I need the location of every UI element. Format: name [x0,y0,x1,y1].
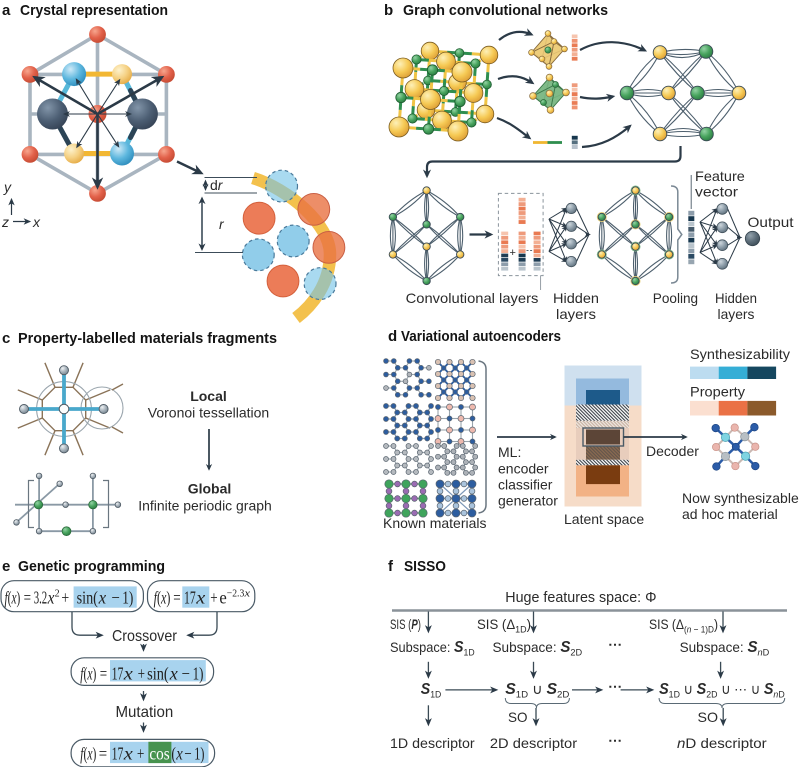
svg-text:Huge features space: Φ: Huge features space: Φ [505,590,656,606]
svg-text:17: 17 [184,587,196,607]
svg-text:nD descriptor: nD descriptor [677,735,767,751]
svg-text:−: − [184,744,191,764]
svg-text:Hidden: Hidden [553,290,599,306]
svg-text:ML:: ML: [498,444,521,460]
svg-text:Variational autoencoders: Variational autoencoders [401,328,561,345]
svg-text:S1D​: S1D​ [421,681,442,701]
svg-text:=: = [100,664,107,684]
svg-text:d: d [388,328,397,345]
svg-text:ad hoc material: ad hoc material [682,506,778,522]
svg-text:x: x [47,587,55,607]
svg-text:x: x [175,744,182,764]
svg-text:y: y [3,179,12,195]
svg-text:generator: generator [498,493,558,509]
svg-text:f(x): f(x) [154,587,171,608]
svg-text:Mutation: Mutation [116,704,174,721]
svg-text:x: x [169,664,178,684]
svg-text:x: x [123,664,133,684]
svg-text:Subspace: SnD: Subspace: SnD [680,639,770,659]
svg-text:classifier: classifier [498,477,553,493]
svg-text:⋯: ⋯ [608,678,622,694]
svg-text:+: + [510,247,516,259]
svg-text:1D descriptor: 1D descriptor [390,735,475,751]
svg-text:=: = [24,587,31,607]
svg-text:x: x [32,214,41,230]
svg-text:+: + [210,587,217,607]
svg-text:Graph convolutional networks: Graph convolutional networks [403,2,608,19]
svg-text:b: b [384,2,393,19]
svg-text:cos: cos [149,744,169,764]
svg-text:Crystal representation: Crystal representation [20,2,168,19]
svg-text:2D descriptor: 2D descriptor [490,735,578,751]
svg-text:17: 17 [112,744,124,764]
svg-text:sin(: sin( [77,587,98,608]
svg-text:Infinite periodic graph: Infinite periodic graph [138,498,272,514]
svg-text:S1D​ ∪ S2D​ ∪ ⋯ ∪ SnD​: S1D​ ∪ S2D​ ∪ ⋯ ∪ SnD​ [659,681,785,701]
svg-text:Genetic programming: Genetic programming [18,558,165,575]
svg-text:SO: SO [508,709,528,725]
svg-text:3.2: 3.2 [34,587,48,607]
svg-text:SISSO: SISSO [404,558,446,575]
svg-text:17: 17 [112,664,124,684]
svg-text:=: = [173,587,180,607]
svg-text:⋯: ⋯ [608,732,622,748]
svg-text:Known materials: Known materials [383,515,487,531]
svg-text:x: x [123,744,133,764]
svg-text:z: z [1,214,9,230]
svg-text:SIS (P): SIS (P) [390,616,421,632]
svg-text:Local: Local [190,388,227,404]
svg-text:Latent space: Latent space [564,511,644,527]
svg-text:Global: Global [188,481,232,497]
svg-text:layers: layers [556,306,596,322]
svg-text:Property-labelled materials fr: Property-labelled materials fragments [18,330,277,347]
svg-text:⋯: ⋯ [608,636,622,652]
svg-text:−: − [182,664,190,684]
svg-text:−2.3: −2.3 [227,588,245,600]
svg-text:Subspace: S1D: Subspace: S1D [390,639,475,659]
svg-text:Property: Property [690,384,745,400]
svg-text:x: x [243,588,250,600]
svg-text:a: a [2,2,11,19]
svg-text:layers: layers [718,306,755,322]
svg-text:Hidden: Hidden [715,290,757,306]
svg-text:Synthesizability: Synthesizability [690,346,790,362]
svg-text:Pooling: Pooling [653,290,698,306]
svg-text:e: e [2,558,10,575]
svg-text:=: = [99,744,107,764]
svg-text:vector: vector [695,184,738,200]
svg-text:1): 1) [122,587,133,608]
svg-text:Convolutional layers: Convolutional layers [406,290,539,306]
svg-text:Crossover: Crossover [112,628,178,645]
svg-text:2: 2 [55,588,60,600]
svg-text:Decoder: Decoder [646,443,699,459]
svg-text:Output: Output [748,214,794,230]
svg-text:−: − [111,587,119,607]
svg-text:r: r [219,216,225,232]
svg-text:Now synthesizable: Now synthesizable [682,490,799,506]
svg-text:1): 1) [194,744,204,765]
svg-text:dr: dr [210,177,224,193]
svg-text:f: f [388,558,394,575]
svg-text:+: + [137,744,145,764]
svg-text:x: x [98,587,106,607]
svg-text:f(x): f(x) [80,664,96,685]
svg-text:Subspace: S2D: Subspace: S2D [493,639,583,659]
svg-text:1): 1) [193,664,204,685]
svg-text:Feature: Feature [695,168,745,184]
svg-text:encoder: encoder [498,461,549,477]
svg-text:+: + [138,664,145,684]
svg-text:sin(: sin( [147,664,169,685]
svg-text:SO: SO [698,709,719,725]
svg-text:f(x): f(x) [80,744,96,765]
svg-text:(: ( [171,744,176,765]
svg-text:+: + [61,587,69,607]
svg-text:c: c [2,330,10,347]
svg-text:x: x [195,587,205,607]
svg-text:Voronoi tessellation: Voronoi tessellation [148,405,269,421]
svg-text:f(x): f(x) [5,587,21,608]
svg-text:e: e [219,587,226,607]
